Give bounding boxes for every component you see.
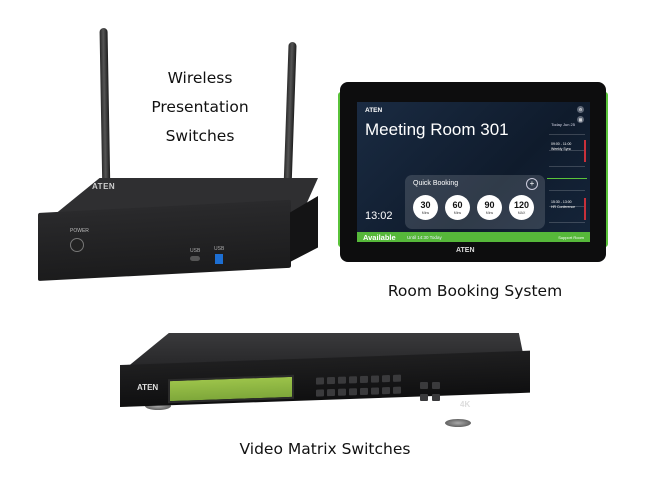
wireless-presentation-caption: Wireless Presentation Switches xyxy=(130,64,270,151)
keypad-button xyxy=(371,387,379,395)
timeline-gridline xyxy=(549,134,585,135)
support-button[interactable]: Support Room xyxy=(558,235,584,240)
keypad-button xyxy=(371,375,379,383)
usb-a-label: USB xyxy=(214,246,225,252)
keypad-button xyxy=(393,386,401,394)
tablet-screen: ATEN Meeting Room 301 ⚙ ▦ Today Jun 25 0… xyxy=(357,102,590,242)
quick-book-30-button[interactable]: 30 Mins xyxy=(413,195,438,220)
settings-icon: ⚙ xyxy=(577,106,584,113)
aten-logo: ATEN xyxy=(92,182,116,191)
quick-book-value: 30 xyxy=(420,200,431,210)
video-matrix-caption: Video Matrix Switches xyxy=(239,440,411,458)
usb-c-port-icon xyxy=(190,256,200,261)
keypad-button xyxy=(349,376,357,384)
keypad-button xyxy=(360,375,368,384)
availability-status: Available xyxy=(363,233,396,242)
caption-line-2: Presentation xyxy=(151,98,249,116)
lcd-display xyxy=(168,374,294,404)
timeline-gridline xyxy=(549,150,585,151)
quick-booking-panel: Quick Booking + 30 Mins 60 Mins 90 Mins … xyxy=(405,175,545,229)
rack-foot xyxy=(145,402,171,410)
keypad-button xyxy=(349,388,357,396)
menu-button xyxy=(420,394,428,401)
keypad-button xyxy=(316,377,324,385)
screen-logo: ATEN xyxy=(365,107,383,114)
timeline-gridline xyxy=(549,190,585,191)
availability-bar: Available Until 14:30 Today Support Room xyxy=(357,232,590,242)
room-title: Meeting Room 301 xyxy=(365,120,509,139)
quick-book-value: 60 xyxy=(452,200,463,210)
timeline-gridline xyxy=(549,166,585,167)
quick-book-90-button[interactable]: 90 Mins xyxy=(477,195,502,220)
keypad-button xyxy=(360,387,368,396)
event-label: Weekly Sync xyxy=(551,146,572,151)
event-time: 15:30 - 13:00 xyxy=(551,200,572,204)
tablet-bezel-logo: ATEN xyxy=(456,247,475,254)
quick-book-unit: MAX xyxy=(517,211,526,215)
quick-book-60-button[interactable]: 60 Mins xyxy=(445,195,470,220)
room-booking-caption: Room Booking System xyxy=(387,282,563,300)
keypad-button xyxy=(327,388,335,397)
keypad-button xyxy=(382,375,390,383)
current-time-line xyxy=(547,178,587,179)
calendar-icon: ▦ xyxy=(577,116,584,123)
left-antenna xyxy=(99,27,111,199)
date-label: Today Jun 25 xyxy=(551,122,575,127)
quick-book-unit: Mins xyxy=(485,211,494,215)
caption-line-3: Switches xyxy=(165,127,235,145)
caption-line-1: Wireless xyxy=(167,69,233,87)
quick-book-value: 120 xyxy=(513,200,530,210)
matrix-keypad xyxy=(316,372,408,405)
quick-book-unit: Mins xyxy=(421,211,430,215)
keypad-button xyxy=(338,388,346,396)
matrix-logo: ATEN xyxy=(137,383,159,392)
keypad-button xyxy=(327,376,335,385)
event-marker xyxy=(584,198,586,220)
keypad-button xyxy=(316,389,324,397)
timeline-gridline xyxy=(549,222,585,223)
quick-booking-title: Quick Booking xyxy=(413,180,459,187)
menu-button xyxy=(432,394,440,401)
usb-c-label: USB xyxy=(190,248,201,254)
add-booking-icon[interactable]: + xyxy=(526,178,538,190)
event-label: HR Conference xyxy=(551,204,576,209)
quick-book-value: 90 xyxy=(484,200,495,210)
clock: 13:02 xyxy=(365,210,393,222)
event-marker xyxy=(584,140,586,162)
power-label: POWER xyxy=(70,228,89,234)
4k-badge: 4K xyxy=(460,400,471,409)
keypad-button xyxy=(382,387,390,395)
power-button-icon xyxy=(70,238,84,252)
menu-button xyxy=(420,382,428,389)
right-antenna xyxy=(283,41,297,193)
usb-a-port-icon xyxy=(215,254,223,264)
quick-book-120-button[interactable]: 120 MAX xyxy=(509,195,534,220)
keypad-button xyxy=(338,376,346,384)
event-item[interactable]: 09:00 - 11:00 Weekly Sync xyxy=(551,142,571,151)
keypad-button xyxy=(393,374,401,382)
quick-book-unit: Mins xyxy=(453,211,462,215)
event-item[interactable]: 15:30 - 13:00 HR Conference xyxy=(551,200,575,209)
menu-button xyxy=(432,382,440,389)
event-time: 09:00 - 11:00 xyxy=(551,142,572,146)
availability-detail: Until 14:30 Today xyxy=(407,235,442,240)
schedule-timeline: ⚙ ▦ Today Jun 25 09:00 - 11:00 Weekly Sy… xyxy=(545,106,587,230)
timeline-gridline xyxy=(549,206,585,207)
rack-foot xyxy=(445,419,471,427)
